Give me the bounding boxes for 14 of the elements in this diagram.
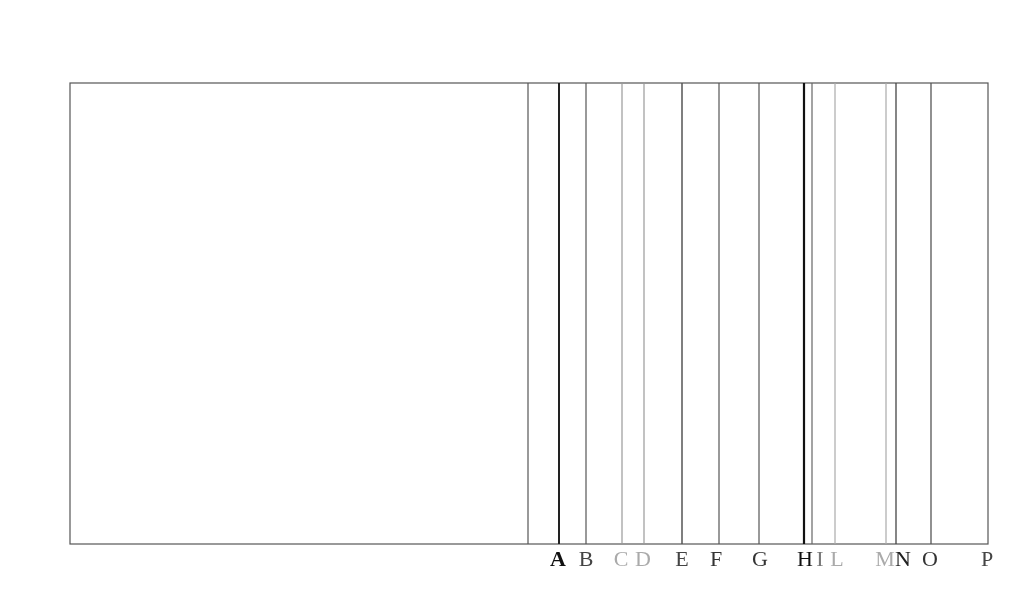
line-label: B xyxy=(578,546,594,572)
line-label: L xyxy=(830,546,844,572)
line-label: G xyxy=(752,546,768,572)
line-label: O xyxy=(922,546,938,572)
line-label: D xyxy=(635,546,651,572)
line-label: I xyxy=(816,546,824,572)
line-label: A xyxy=(550,546,566,572)
line-label: E xyxy=(675,546,689,572)
line-label: F xyxy=(709,546,723,572)
line-label: M xyxy=(875,546,895,572)
line-label: C xyxy=(613,546,629,572)
line-label: H xyxy=(797,546,813,572)
line-label: P xyxy=(980,546,994,572)
line-label: N xyxy=(895,546,911,572)
